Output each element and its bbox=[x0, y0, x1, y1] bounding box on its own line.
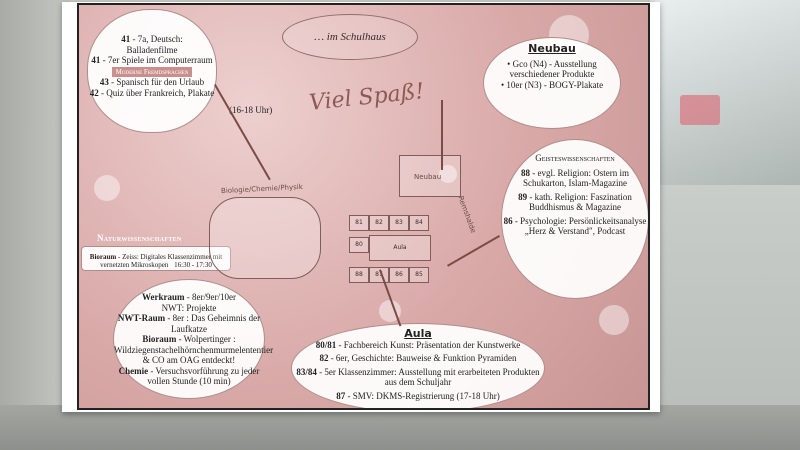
map-room: 82 bbox=[369, 215, 389, 231]
map-label-neubau: Neubau bbox=[414, 173, 442, 181]
bubble-line: 42 - Quiz über Frankreich, Plakate bbox=[89, 87, 215, 98]
bubble-line: • 10er (N3) - BOGY-Plakate bbox=[500, 79, 604, 90]
map-room: 80 bbox=[349, 237, 369, 253]
bubble-line: 83/84 - 5er Klassenzimmer: Ausstellung m… bbox=[296, 366, 540, 388]
bubble-line: 41 - 7er Spiele im Computerraum bbox=[91, 55, 213, 65]
bubble-line: Chemie - Versuchsvorführung zu jeder vol… bbox=[118, 365, 260, 387]
info-bubble-aula: Aula 80/81 - Fachbereich Kunst: Präsenta… bbox=[291, 323, 545, 408]
bubble-line: NWT-Raum - 8er : Das Geheimnis der Laufk… bbox=[117, 313, 261, 334]
bubble-title-humanities: Geisteswissenschaften bbox=[535, 153, 615, 163]
wall-left bbox=[0, 0, 70, 450]
section-label-sciences: Naturwissenschaften bbox=[97, 233, 182, 243]
bokeh-dot bbox=[599, 305, 629, 335]
bubble-line: Balladenfilme bbox=[126, 44, 178, 55]
bubble-title-neubau: Neubau bbox=[528, 42, 576, 55]
bubble-line: 41 - 7a, Deutsch: bbox=[121, 34, 183, 44]
bubble-line: 88 - evgl. Religion: Ostern im Schukarto… bbox=[521, 167, 629, 189]
map-room: 84 bbox=[409, 215, 429, 231]
map-room: 87 bbox=[369, 267, 389, 283]
bubble-line: • Gco (N4) - Ausstellung verschiedener P… bbox=[507, 58, 597, 80]
map-aula: Aula bbox=[369, 235, 431, 261]
tagline: Viel Spaß! bbox=[308, 79, 426, 116]
bokeh-dot bbox=[439, 165, 457, 183]
map-room: 85 bbox=[409, 267, 429, 283]
bokeh-dot bbox=[379, 300, 401, 322]
info-bubble-workshops: Werkraum - 8er/9er/10er NWT: Projekte NW… bbox=[113, 279, 274, 399]
bubble-line: 87 - SMV: DKMS-Registrierung (17-18 Uhr) bbox=[336, 390, 500, 401]
map-room: 81 bbox=[349, 215, 369, 231]
bubble-title-aula: Aula bbox=[404, 327, 432, 340]
bubble-line: Bioraum - Wolpertinger : Wildziegenstach… bbox=[114, 334, 274, 365]
schoolhouse-header: … im Schulhaus bbox=[282, 14, 418, 60]
floor bbox=[0, 405, 800, 450]
info-bubble-languages: 41 - 7a, Deutsch: Balladenfilme 41 - 7er… bbox=[87, 9, 217, 133]
window-reflection bbox=[680, 95, 720, 125]
bubble-line: 86 - Psychologie: Persönlickeitsanalyse … bbox=[503, 215, 647, 237]
map-room: 86 bbox=[389, 267, 409, 283]
window-frame bbox=[655, 0, 800, 185]
bubble-line: 80/81 - Fachbereich Kunst: Präsentation … bbox=[315, 339, 521, 350]
bubble-line: 82 - 6er, Geschichte: Bauweise & Funktio… bbox=[319, 353, 517, 363]
info-bubble-humanities: Geisteswissenschaften 88 - evgl. Religio… bbox=[501, 139, 648, 299]
map-label-science-wing: Biologie/Chemie/Physik bbox=[220, 182, 303, 196]
school-map: Biologie/Chemie/Physik Neubau Remshalde … bbox=[209, 155, 499, 295]
map-wing-science bbox=[209, 197, 321, 279]
map-room: 88 bbox=[349, 267, 369, 283]
time-label: (16-18 Uhr) bbox=[229, 105, 273, 115]
info-bubble-neubau: Neubau • Gco (N4) - Ausstellung verschie… bbox=[483, 37, 621, 129]
info-box-bioraum: Bioraum - Zeiss: Digitales Klassenzimmer… bbox=[81, 246, 231, 271]
connector-line bbox=[441, 100, 443, 170]
map-label-street: Remshalde bbox=[456, 195, 478, 235]
map-label-aula: Aula bbox=[393, 244, 407, 251]
bokeh-dot bbox=[94, 175, 120, 201]
section-label-languages: Moderne Fremdsprachen bbox=[88, 66, 216, 77]
map-building-neubau bbox=[399, 155, 461, 197]
map-room: 83 bbox=[389, 215, 409, 231]
poster: … im Schulhaus 41 - 7a, Deutsch: Ballade… bbox=[77, 3, 650, 410]
bubble-line: Werkraum - 8er/9er/10er bbox=[142, 292, 236, 302]
bubble-line: 43 - Spanisch für den Urlaub bbox=[99, 77, 205, 87]
bubble-line: NWT: Projekte bbox=[161, 302, 217, 313]
bubble-line: 89 - kath. Religion: Faszination Buddhis… bbox=[518, 191, 632, 213]
